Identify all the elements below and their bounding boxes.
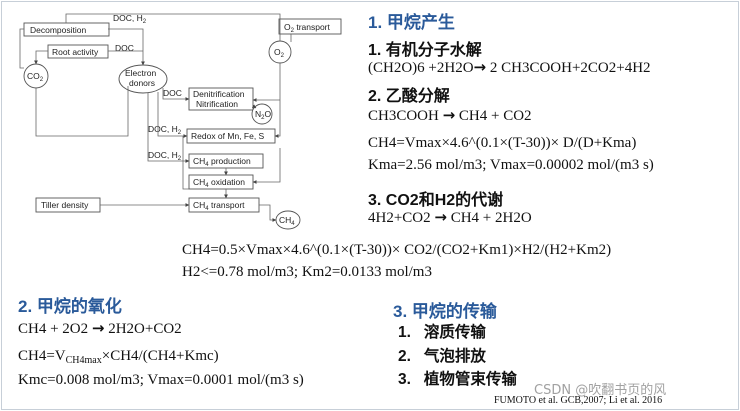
transport-item-1: 1. 溶质传输 <box>398 324 486 341</box>
transport-item-3: 3. 植物管束传输 <box>398 371 517 388</box>
o2-transport-box <box>278 18 342 35</box>
acetate-formula: CH4=Vmax×4.6^(0.1×(T-30))× D/(D+Kma) <box>368 135 637 151</box>
arrow-icon: → <box>434 208 447 226</box>
citation: FUMOTO et al. GCB,2007; Li et al. 2016 <box>494 395 663 406</box>
co2-h2-equation: 4H2+CO2 → CH4 + 2H2O <box>368 208 532 226</box>
svg-text:DOC, H2: DOC, H2 <box>148 124 182 136</box>
arrow-icon: → <box>442 106 456 124</box>
co2-h2-formula: CH4=0.5×Vmax×4.6^(0.1×(T-30))× CO2/(CO2+… <box>182 242 612 258</box>
acetate-equation: CH3COOH → CH4 + CO2 <box>368 106 532 124</box>
svg-text:Electron: Electron <box>125 68 156 78</box>
hydrolysis-equation: (CH2O)6 +2H2O→ 2 CH3COOH+2CO2+4H2 <box>368 58 651 76</box>
svg-text:DOC: DOC <box>115 43 134 53</box>
diagram-connectors <box>19 13 292 222</box>
svg-text:Nitrification: Nitrification <box>196 99 238 109</box>
oxidation-formula: CH4=VCH4max×CH4/(CH4+Kmc) <box>18 348 219 366</box>
hydrolysis-title: 1. 有机分子水解 <box>368 42 482 59</box>
transport-item-2: 2. 气泡排放 <box>398 348 486 365</box>
section3-title: 3. 甲烷的传输 <box>393 302 497 321</box>
co2-h2-params: H2<=0.78 mol/m3; Km2=0.0133 mol/m3 <box>182 264 432 280</box>
svg-text:DOC: DOC <box>163 88 182 98</box>
decomposition-box <box>23 22 110 37</box>
svg-text:Redox of Mn, Fe, S: Redox of Mn, Fe, S <box>191 131 265 141</box>
acetate-title: 2. 乙酸分解 <box>368 88 450 105</box>
svg-text:CH4 transport: CH4 transport <box>193 200 245 212</box>
svg-text:CH4 production: CH4 production <box>193 156 251 168</box>
svg-text:Root activity: Root activity <box>52 47 99 57</box>
arrow-icon: → <box>473 58 487 76</box>
svg-text:CO2: CO2 <box>27 71 44 83</box>
svg-text:Decomposition: Decomposition <box>30 25 86 35</box>
acetate-params: Kma=2.56 mol/m3; Vmax=0.00002 mol/(m3 s) <box>368 157 654 173</box>
co2-h2-title: 3. CO2和H2的代谢 <box>368 192 504 209</box>
svg-text:N2O: N2O <box>255 109 271 121</box>
svg-text:Tiller density: Tiller density <box>41 200 89 210</box>
watermark: CSDN @吹翻书页的风 <box>534 383 667 398</box>
svg-text:O2 transport: O2 transport <box>284 22 331 34</box>
section2-title: 2. 甲烷的氧化 <box>18 297 122 316</box>
oxidation-params: Kmc=0.008 mol/m3; Vmax=0.0001 mol/(m3 s) <box>18 372 304 388</box>
oxidation-equation: CH4 + 2O2 → 2H2O+CO2 <box>18 319 182 337</box>
svg-text:DOC, H2: DOC, H2 <box>148 150 182 162</box>
section1-title: 1. 甲烷产生 <box>368 13 455 32</box>
svg-text:Denitrification: Denitrification <box>193 89 245 99</box>
arrow-icon: → <box>91 319 105 337</box>
n2o-node <box>251 103 273 125</box>
svg-text:donors: donors <box>129 78 155 88</box>
svg-text:DOC, H2: DOC, H2 <box>113 13 147 25</box>
root-activity-box <box>47 44 109 59</box>
svg-text:CH4: CH4 <box>279 215 295 227</box>
svg-text:CH4 oxidation: CH4 oxidation <box>193 177 245 189</box>
methane-process-diagram: Decomposition Root activity O2 transport… <box>19 13 342 230</box>
svg-text:O2: O2 <box>274 47 285 59</box>
